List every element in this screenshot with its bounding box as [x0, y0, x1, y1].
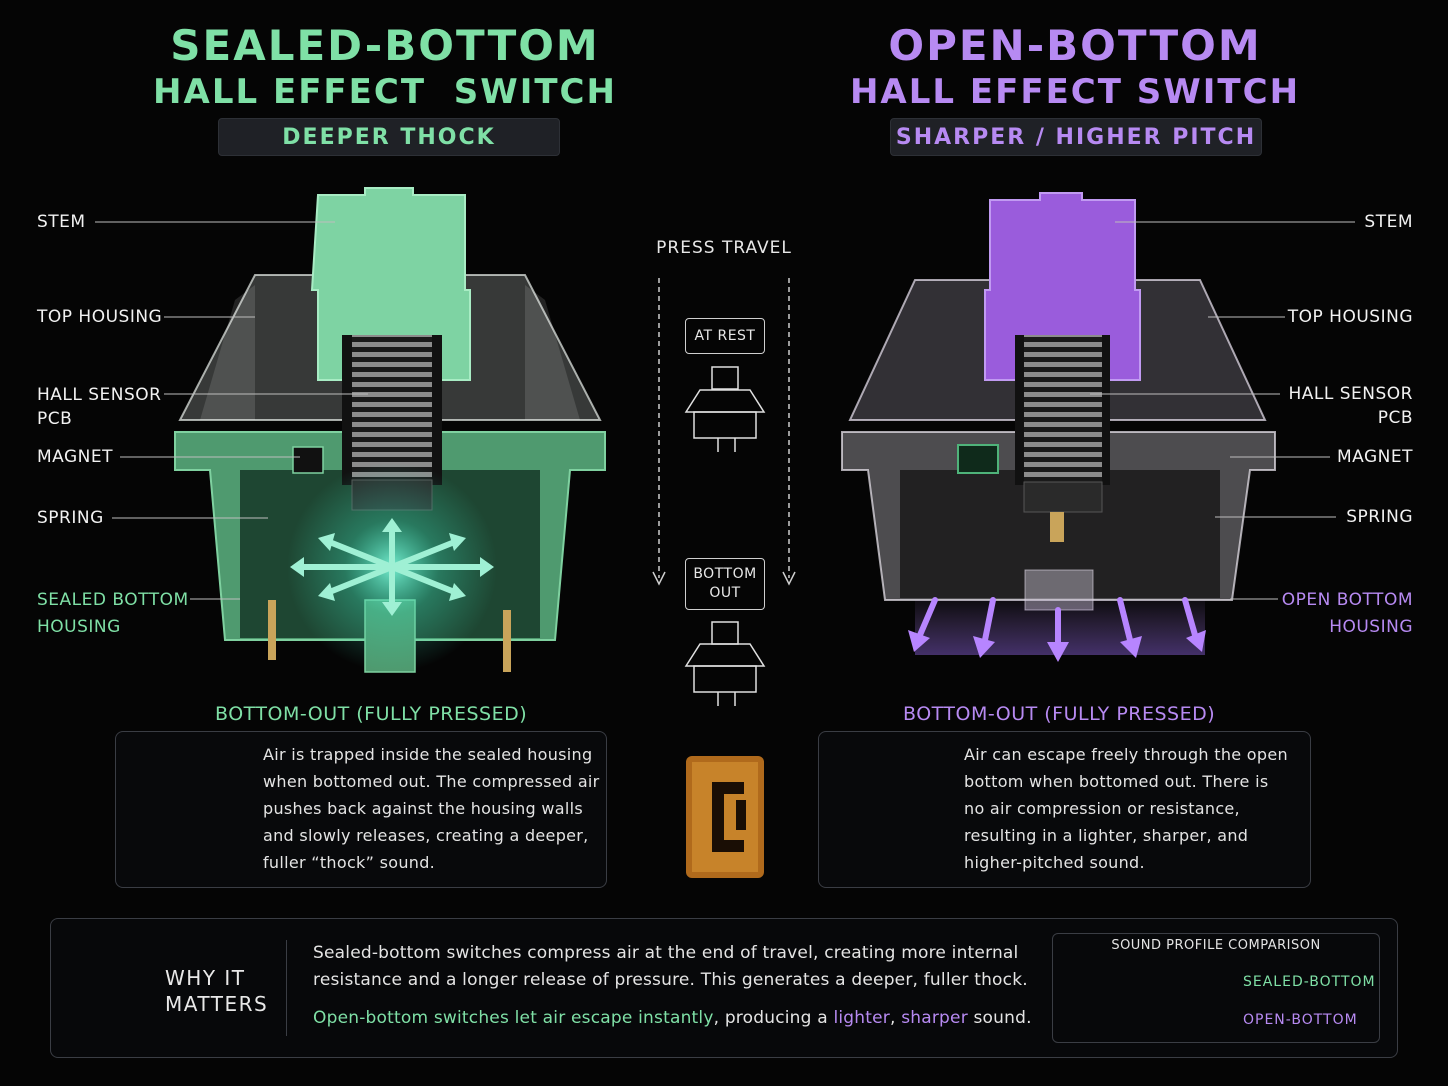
why-mid-1: , producing a	[714, 1008, 834, 1028]
right-label-magnet: MAGNET	[1337, 445, 1413, 469]
right-label-spring: SPRING	[1346, 505, 1413, 529]
left-description-line: Air is trapped inside the sealed housing	[263, 741, 603, 768]
left-description-line: and slowly releases, creating a deeper,	[263, 822, 603, 849]
right-label-stem: STEM	[1364, 210, 1413, 234]
left-label-hall-sensor-line1: HALL SENSOR	[37, 383, 162, 407]
bottom-out-line2: OUT	[686, 584, 764, 603]
left-label-bottom-line1: SEALED BOTTOM	[37, 587, 189, 614]
left-description: Air is trapped inside the sealed housing…	[263, 741, 603, 876]
left-label-spring: SPRING	[37, 506, 104, 530]
at-rest-label: AT REST	[685, 318, 765, 354]
why-sharper: sharper	[901, 1008, 968, 1028]
sound-sealed-label: SEALED-BOTTOM	[1243, 974, 1376, 990]
right-description: Air can escape freely through the open b…	[964, 741, 1304, 876]
left-label-hall-sensor: HALL SENSOR PCB	[37, 383, 162, 431]
right-label-top-housing: TOP HOUSING	[1288, 305, 1413, 329]
why-line2: MATTERS	[165, 991, 268, 1017]
right-description-line: higher-pitched sound.	[964, 849, 1304, 876]
right-label-bottom-line2: HOUSING	[1282, 614, 1413, 641]
left-label-hall-sensor-line2: PCB	[37, 407, 162, 431]
left-description-line: fuller “thock” sound.	[263, 849, 603, 876]
open-switch-illustration	[842, 193, 1275, 662]
left-description-line: when bottomed out. The compressed air	[263, 768, 603, 795]
why-line1: WHY IT	[165, 965, 268, 991]
left-description-line: pushes back against the housing walls	[263, 795, 603, 822]
left-label-magnet: MAGNET	[37, 445, 113, 469]
left-label-bottom: SEALED BOTTOM HOUSING	[37, 587, 189, 641]
left-label-bottom-line2: HOUSING	[37, 614, 189, 641]
why-end: sound.	[968, 1008, 1032, 1028]
right-label-bottom-line1: OPEN BOTTOM	[1282, 587, 1413, 614]
right-label-hall-sensor: HALL SENSOR PCB	[1289, 382, 1414, 430]
right-description-line: bottom when bottomed out. There is	[964, 768, 1304, 795]
why-lighter: lighter	[833, 1008, 890, 1028]
why-text-line2: resistance and a longer release of press…	[313, 967, 1033, 994]
right-description-line: no air compression or resistance,	[964, 795, 1304, 822]
panel-divider	[286, 940, 287, 1036]
sound-open-label: OPEN-BOTTOM	[1243, 1012, 1358, 1028]
right-label-bottom: OPEN BOTTOM HOUSING	[1282, 587, 1413, 641]
right-section-heading: BOTTOM-OUT (FULLY PRESSED)	[903, 703, 1215, 725]
left-label-stem: STEM	[37, 210, 86, 234]
mini-switch-icon	[686, 622, 764, 706]
pixel-logo-icon	[686, 756, 764, 878]
right-description-line: resulting in a lighter, sharper, and	[964, 822, 1304, 849]
press-travel-title: PRESS TRAVEL	[640, 238, 808, 258]
right-label-hall-sensor-line1: HALL SENSOR	[1289, 382, 1414, 406]
left-section-heading: BOTTOM-OUT (FULLY PRESSED)	[215, 703, 527, 725]
right-description-line: Air can escape freely through the open	[964, 741, 1304, 768]
bottom-out-line1: BOTTOM	[686, 565, 764, 584]
bottom-out-label: BOTTOM OUT	[685, 558, 765, 610]
right-label-hall-sensor-line2: PCB	[1289, 406, 1414, 430]
why-text: Sealed-bottom switches compress air at t…	[313, 940, 1033, 994]
sound-profile-title: SOUND PROFILE COMPARISON	[1052, 938, 1380, 953]
why-text-line1: Sealed-bottom switches compress air at t…	[313, 940, 1033, 967]
why-green-phrase: Open-bottom switches let air escape inst…	[313, 1008, 714, 1028]
why-it-matters-heading: WHY IT MATTERS	[165, 965, 268, 1017]
why-text-line3: Open-bottom switches let air escape inst…	[313, 1005, 1033, 1032]
mini-switch-icon	[686, 367, 764, 452]
why-mid-2: ,	[890, 1008, 901, 1028]
left-label-top-housing: TOP HOUSING	[37, 305, 162, 329]
